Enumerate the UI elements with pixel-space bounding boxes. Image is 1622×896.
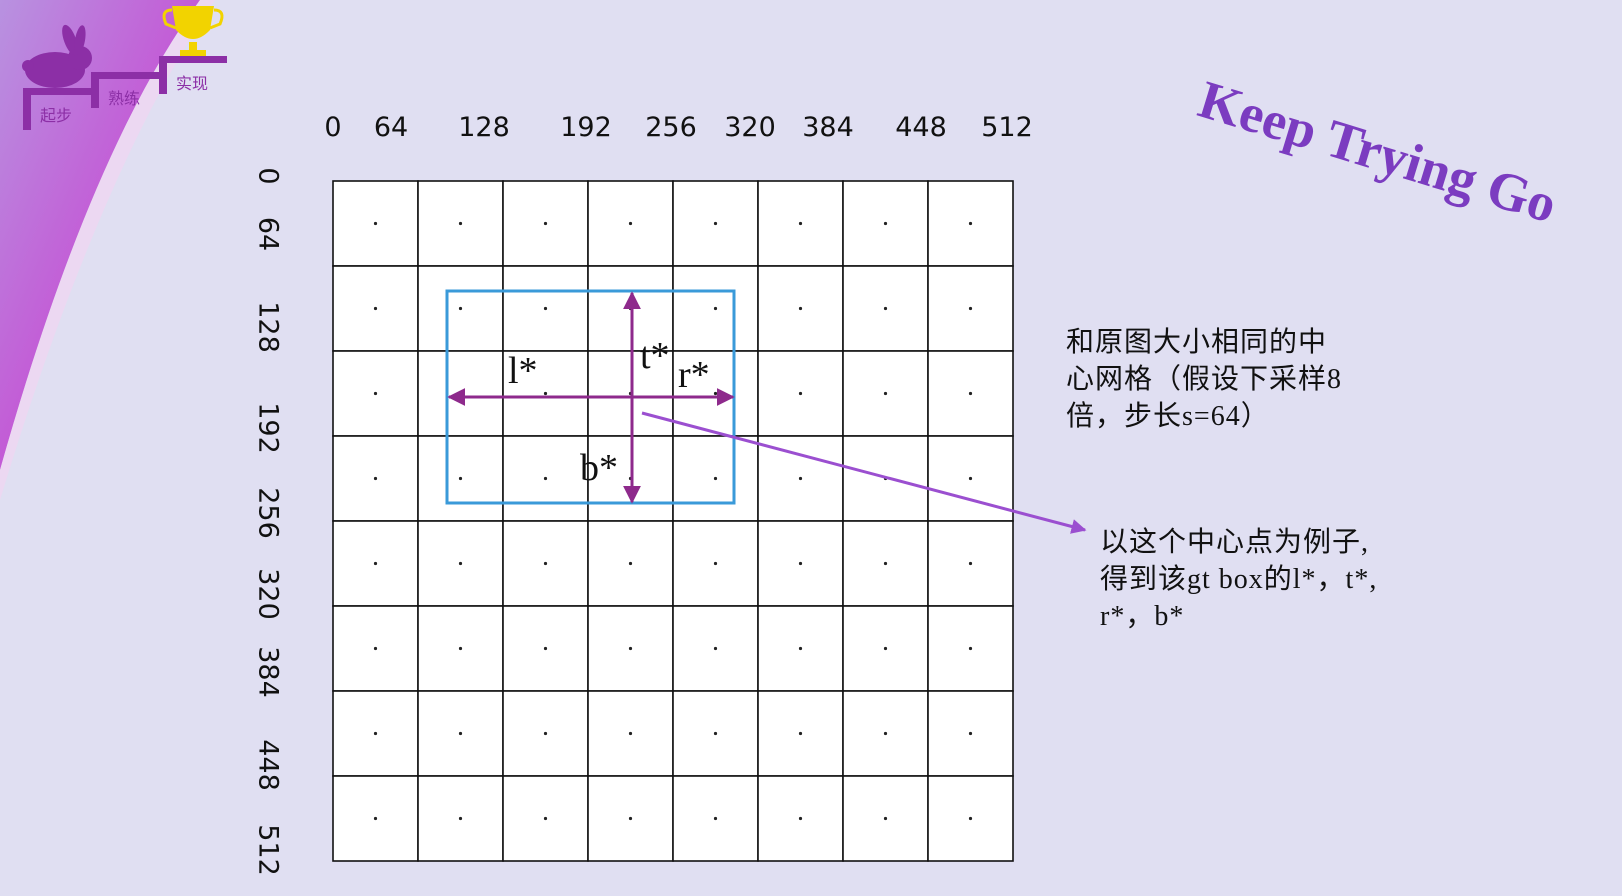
cell-center-dot	[713, 646, 718, 651]
x-tick-label: 64	[373, 112, 409, 143]
x-tick-label: 0	[324, 112, 342, 143]
cell-center-dot	[373, 816, 378, 821]
pointer-arrow	[641, 411, 1087, 534]
cell-center-dot	[543, 646, 548, 651]
cell-center-dot	[373, 221, 378, 226]
cell-center-dot	[628, 221, 633, 226]
cell-center-dot	[373, 391, 378, 396]
rabbit-icon	[22, 24, 92, 88]
cell-center-dot	[798, 391, 803, 396]
cell-center-dot	[458, 221, 463, 226]
cell-center-dot	[373, 561, 378, 566]
grid-note-line-1: 和原图大小相同的中	[1066, 327, 1328, 358]
cell-center-dot	[883, 221, 888, 226]
cell-center-dot	[713, 306, 718, 311]
cell-center-dot	[968, 306, 973, 311]
cell-center-dot	[798, 731, 803, 736]
x-tick-label: 128	[458, 112, 510, 143]
cell-center-dot	[968, 731, 973, 736]
cell-center-dot	[798, 306, 803, 311]
x-tick-label: 192	[560, 112, 612, 143]
cell-center-dot	[458, 816, 463, 821]
cell-center-dot	[713, 731, 718, 736]
steps-graphic	[23, 56, 227, 130]
cell-center-dot	[883, 391, 888, 396]
cell-center-dot	[628, 816, 633, 821]
cell-center-dot	[798, 221, 803, 226]
cell-center-dot	[798, 816, 803, 821]
grid-note-line-3: 倍，步长s=64）	[1066, 401, 1270, 432]
grid-note: 和原图大小相同的中 心网格（假设下采样8 倍，步长s=64）	[1066, 324, 1342, 435]
cell-center-dot	[458, 646, 463, 651]
example-note-line-1: 以这个中心点为例子,	[1100, 527, 1370, 558]
label-b: b*	[580, 447, 618, 489]
cell-center-dot	[543, 306, 548, 311]
cell-center-dot	[798, 646, 803, 651]
cell-center-dot	[373, 646, 378, 651]
cell-center-dot	[713, 391, 718, 396]
grid-note-line-2: 心网格（假设下采样8	[1066, 364, 1343, 395]
grid-cell	[502, 180, 589, 267]
cell-center-dot	[968, 561, 973, 566]
background-swoosh	[0, 0, 215, 500]
cell-center-dot	[628, 731, 633, 736]
cell-center-dot	[458, 561, 463, 566]
x-tick-label: 512	[981, 112, 1033, 143]
cell-center-dot	[543, 816, 548, 821]
cell-center-dot	[373, 306, 378, 311]
cell-center-dot	[543, 731, 548, 736]
example-note: 以这个中心点为例子, 得到该gt box的l*，t*, r*，b*	[1100, 524, 1377, 635]
label-t: t*	[640, 335, 670, 377]
cell-center-dot	[713, 561, 718, 566]
logo: 起步 熟练 实现	[22, 6, 227, 130]
x-tick-label: 256	[645, 112, 697, 143]
step-label-skilled: 熟练	[108, 89, 140, 108]
cell-center-dot	[883, 646, 888, 651]
cell-center-dot	[798, 476, 803, 481]
cell-center-dot	[373, 476, 378, 481]
grid-cell	[332, 520, 419, 607]
cell-center-dot	[968, 391, 973, 396]
cell-center-dot	[883, 306, 888, 311]
x-tick-label: 448	[895, 112, 947, 143]
cell-center-dot	[968, 476, 973, 481]
cell-center-dot	[543, 476, 548, 481]
cell-center-dot	[713, 476, 718, 481]
label-r: r*	[678, 354, 710, 396]
x-tick-label: 320	[724, 112, 776, 143]
cell-center-dot	[458, 306, 463, 311]
x-tick-label: 384	[802, 112, 854, 143]
cell-center-dot	[968, 816, 973, 821]
cell-center-dot	[713, 816, 718, 821]
trophy-icon	[162, 6, 224, 56]
cell-center-dot	[798, 561, 803, 566]
cell-center-dot	[543, 391, 548, 396]
label-l: l*	[508, 350, 538, 392]
cell-center-dot	[883, 561, 888, 566]
cell-center-dot	[883, 816, 888, 821]
cell-center-dot	[968, 221, 973, 226]
cell-center-dot	[968, 646, 973, 651]
cell-center-dot	[458, 476, 463, 481]
cell-center-dot	[458, 391, 463, 396]
cell-center-dot	[883, 731, 888, 736]
step-label-start: 起步	[40, 106, 72, 125]
grid-cell	[587, 775, 674, 862]
cell-center-dot	[713, 221, 718, 226]
cell-center-dot	[543, 221, 548, 226]
step-label-achieve: 实现	[176, 74, 208, 93]
cell-center-dot	[373, 731, 378, 736]
example-note-line-3: r*，b*	[1100, 601, 1185, 632]
cell-center-dot	[628, 561, 633, 566]
cell-center-dot	[628, 646, 633, 651]
cell-center-dot	[543, 561, 548, 566]
cell-center-dot	[458, 731, 463, 736]
example-note-line-2: 得到该gt box的l*，t*,	[1100, 564, 1378, 595]
